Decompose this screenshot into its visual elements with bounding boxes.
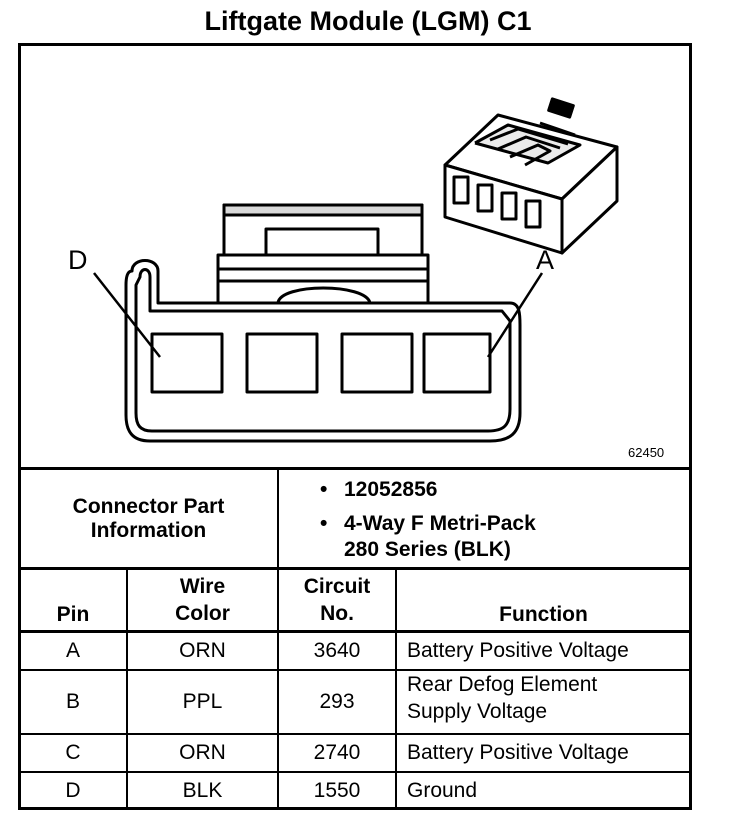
connector-type-bullet: • [320, 512, 328, 535]
connector-info-label: Connector Part Information [20, 470, 277, 567]
table-row-d-circuit: 1550 [313, 779, 361, 802]
connector-type-line1: 4-Way F Metri-Pack [344, 512, 536, 535]
leader-line-a [486, 272, 544, 358]
divider [277, 568, 279, 810]
pin-d-label: D [68, 245, 88, 275]
table-row-a-function: Battery Positive Voltage [407, 639, 629, 662]
cavity-a [422, 332, 492, 394]
table-row-c-function: Battery Positive Voltage [407, 741, 629, 764]
connector-info-label-line2: Information [90, 518, 207, 542]
divider [20, 771, 690, 773]
page-title: Liftgate Module (LGM) C1 [204, 6, 532, 36]
table-row-d-pin: D [65, 779, 81, 802]
connector-diagram: D A 62450 [68, 97, 664, 460]
header-function: Function [499, 603, 588, 626]
divider [395, 568, 397, 810]
connector-3d-illustration [443, 97, 619, 332]
table-row-b-circuit: 293 [319, 690, 355, 713]
connector-face [124, 203, 522, 443]
table-row-b-function: Rear Defog Element Supply Voltage [407, 673, 598, 723]
cavity-d [150, 332, 224, 394]
table-row-c-color: ORN [179, 741, 226, 764]
connector-info-label-line1: Connector Part [72, 494, 225, 518]
divider [20, 733, 690, 735]
header-pin: Pin [56, 603, 90, 626]
header-wire-color: Wire Color [175, 575, 230, 625]
part-number-bullet: • [320, 478, 328, 501]
cavity-b [340, 332, 414, 394]
table-row-a-color: ORN [179, 639, 226, 662]
cavity-c [245, 332, 319, 394]
figure-number: 62450 [628, 445, 664, 460]
table-row-a-pin: A [65, 639, 80, 662]
divider [20, 567, 690, 570]
divider [277, 468, 279, 568]
header-circuit-no: Circuit No. [303, 575, 371, 625]
table-row-b-color: PPL [182, 690, 223, 713]
table-row-d-color: BLK [182, 779, 223, 802]
pin-a-label: A [536, 245, 554, 275]
table-row-a-circuit: 3640 [313, 639, 361, 662]
table-row-c-circuit: 2740 [313, 741, 361, 764]
outer-frame [18, 43, 692, 810]
leader-line-d [93, 272, 161, 358]
table-row-d-function: Ground [407, 779, 478, 802]
divider [20, 467, 690, 470]
divider [126, 568, 128, 810]
part-number: 12052856 [344, 478, 438, 501]
table-row-b-pin: B [65, 690, 80, 713]
table-row-c-pin: C [65, 741, 81, 764]
divider [20, 669, 690, 671]
divider [20, 630, 690, 633]
connector-type-line2: 280 Series (BLK) [344, 538, 511, 561]
